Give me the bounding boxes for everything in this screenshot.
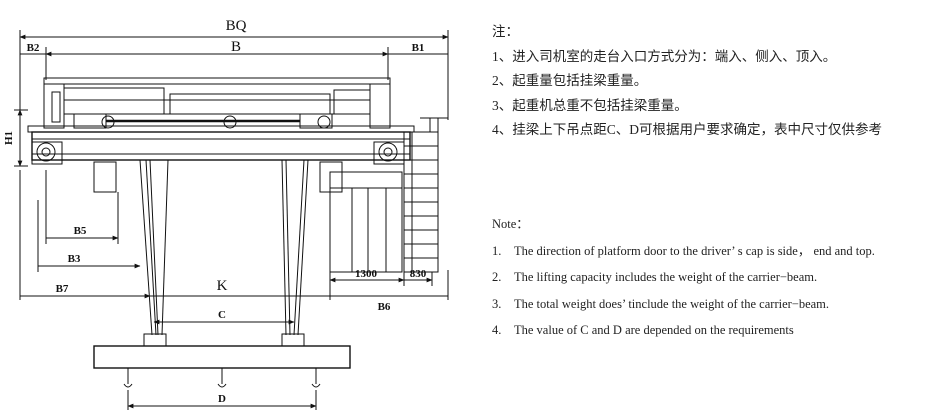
- carrier-beam: [93, 345, 351, 369]
- notes-en-item-number: 3.: [492, 296, 502, 311]
- notes-en-item-number: 4.: [492, 323, 502, 337]
- notes-english: Note： 1. The direction of platform door t…: [492, 211, 875, 344]
- label-d: D: [218, 393, 226, 405]
- notes-en-item-number: 2.: [492, 270, 502, 284]
- label-bq: BQ: [226, 18, 247, 34]
- label-1300: 1300: [355, 268, 378, 280]
- crane-drawing: BQ B B2 B1 H1 B5 B3 B7 K 1300 830 B6 C D: [3, 18, 449, 410]
- notes-en-item: 3. The total weight does’ tinclude the we…: [492, 291, 875, 318]
- label-b2: B2: [27, 42, 40, 54]
- label-h1: H1: [3, 131, 15, 145]
- notes-cn-item: 4、挂梁上下吊点距C、D可根据用户要求确定，表中尺寸仅供参考: [492, 122, 883, 137]
- notes-en-item: 2. The lifting capacity includes the weig…: [492, 264, 875, 291]
- operator-cabin: [329, 171, 403, 273]
- notes-cn-item: 2、起重量包括挂梁重量。: [492, 73, 648, 88]
- notes-cn-item: 3、起重机总重不包括挂梁重量。: [492, 97, 688, 113]
- notes-en-item-number: 1.: [492, 243, 502, 258]
- label-b7: B7: [56, 283, 69, 295]
- ladder-rungs: [404, 145, 438, 259]
- notes-en-item-text: The total weight does’ tinclude the weig…: [514, 296, 830, 311]
- label-b3: B3: [68, 253, 81, 265]
- label-b1: B1: [412, 42, 425, 54]
- hoist-ropes: [139, 159, 309, 336]
- notes-en-item: 4. The value of C and D are depended on t…: [492, 317, 875, 344]
- notes-cn-item: 1、进入司机室的走台入口方式分为：端入、侧入、顶入。: [492, 48, 837, 64]
- notes-en-item-text: The value of C and D are depended on the…: [514, 323, 794, 337]
- lower-hooks: [123, 368, 321, 388]
- notes-en-item-text: The lifting capacity includes the weight…: [514, 270, 818, 284]
- label-b5: B5: [74, 225, 87, 237]
- label-b6: B6: [378, 301, 391, 313]
- notes-en-item: 1. The direction of platform door to the …: [492, 238, 875, 265]
- notes-chinese: 注： 1、进入司机室的走台入口方式分为：端入、侧入、顶入。 2、起重量包括挂梁重…: [492, 20, 882, 143]
- label-b: B: [231, 39, 241, 55]
- main-girder: [31, 131, 411, 161]
- notes-cn-heading: 注：: [492, 24, 519, 39]
- label-k: K: [217, 278, 228, 294]
- crab-frame: [43, 77, 391, 85]
- label-c: C: [218, 309, 226, 321]
- notes-en-heading: Note：: [492, 217, 529, 231]
- notes-en-item-text: The direction of platform door to the dr…: [514, 243, 875, 258]
- label-830: 830: [410, 268, 427, 280]
